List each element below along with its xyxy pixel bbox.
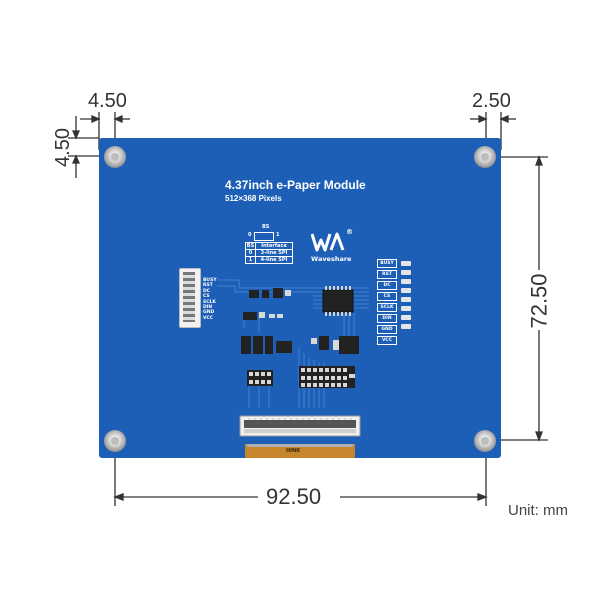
- pin-label-box: DIN: [377, 314, 397, 323]
- waveshare-logo: [311, 232, 345, 252]
- pin-label-box: GND: [377, 325, 397, 334]
- pcb-components: [217, 279, 369, 458]
- arrow-height-bottom: [535, 431, 543, 442]
- bs-interface-table: BS Interface 0 3-line SPI 1 4-line SPI: [245, 242, 293, 264]
- dim-label-right-margin: 2.50: [472, 90, 511, 112]
- fpc-label: HINK: [286, 448, 301, 454]
- bs-one-label: 1: [276, 232, 280, 238]
- board-subtitle: 512×368 Pixels: [225, 194, 282, 203]
- board-title: 4.37inch e-Paper Module: [225, 178, 366, 192]
- fpc-connector: [239, 415, 361, 437]
- pin-label: GND: [203, 310, 215, 316]
- pin-label-box: RST: [377, 270, 397, 279]
- mounting-holes: [104, 146, 496, 452]
- driver-ic: [322, 286, 354, 316]
- arrow-left-margin-b: [113, 115, 123, 123]
- left-pin-labels: BUSY RST DC CS SCLK DIN GND VCC: [203, 278, 217, 321]
- pin-label: DIN: [203, 305, 213, 311]
- mounting-hole-bottom-left: [104, 430, 126, 452]
- epaper-board: 4.37inch e-Paper Module 512×368 Pixels B…: [99, 138, 501, 458]
- arrow-right-margin-b: [499, 115, 509, 123]
- dim-label-height: 72.50: [526, 273, 552, 329]
- table-cell-bs: 1: [246, 257, 256, 263]
- pin-label-box: CS: [377, 292, 397, 301]
- pin-label: CS: [203, 294, 210, 300]
- arrow-left-margin-a: [91, 115, 101, 123]
- arrow-width-left: [113, 493, 124, 501]
- mounting-hole-bottom-right: [474, 430, 496, 452]
- arrow-height-top: [535, 155, 543, 166]
- pin-label-box: DC: [377, 281, 397, 290]
- pin-label: DC: [203, 288, 211, 294]
- registered-mark: ®: [346, 228, 353, 236]
- right-pin-pads: [401, 261, 411, 329]
- dim-label-left-margin: 4.50: [88, 90, 127, 112]
- table-cell-bs: 0: [246, 250, 256, 256]
- bs-solder-jumper: [254, 232, 274, 241]
- table-header-interface: Interface: [261, 243, 287, 249]
- arrow-top-margin-b: [72, 154, 80, 164]
- pin-label-box: SCLK: [377, 303, 397, 312]
- pin-label: SCLK: [203, 299, 216, 305]
- smd-parts: [241, 288, 359, 388]
- table-cell-interface: 4-line SPI: [260, 257, 288, 263]
- pin-label: RST: [203, 283, 213, 289]
- pin-label: VCC: [203, 315, 214, 321]
- bs-label: BS: [262, 224, 270, 230]
- pin-label-box: VCC: [377, 336, 397, 345]
- mounting-hole-top-left: [104, 146, 126, 168]
- arrow-width-right: [477, 493, 488, 501]
- pin-label-box: BUSY: [377, 259, 397, 268]
- dim-label-width: 92.50: [266, 484, 322, 509]
- brand-label: Waveshare: [311, 255, 352, 263]
- bs-zero-label: 0: [248, 232, 252, 238]
- pin-label: BUSY: [203, 278, 217, 283]
- arrow-top-margin-a: [72, 130, 80, 140]
- right-pin-labels: BUSY RST DC CS SCLK DIN GND VCC: [377, 259, 397, 345]
- table-cell-interface: 3-line SPI: [260, 250, 288, 256]
- mounting-hole-top-right: [474, 146, 496, 168]
- table-header-bs: BS: [246, 243, 256, 249]
- fpc-tail: [245, 444, 355, 458]
- unit-label: Unit: mm: [508, 502, 568, 519]
- dim-label-top-margin: 4.50: [51, 128, 74, 167]
- arrow-right-margin-a: [478, 115, 488, 123]
- left-pin-connector-body: [183, 272, 195, 322]
